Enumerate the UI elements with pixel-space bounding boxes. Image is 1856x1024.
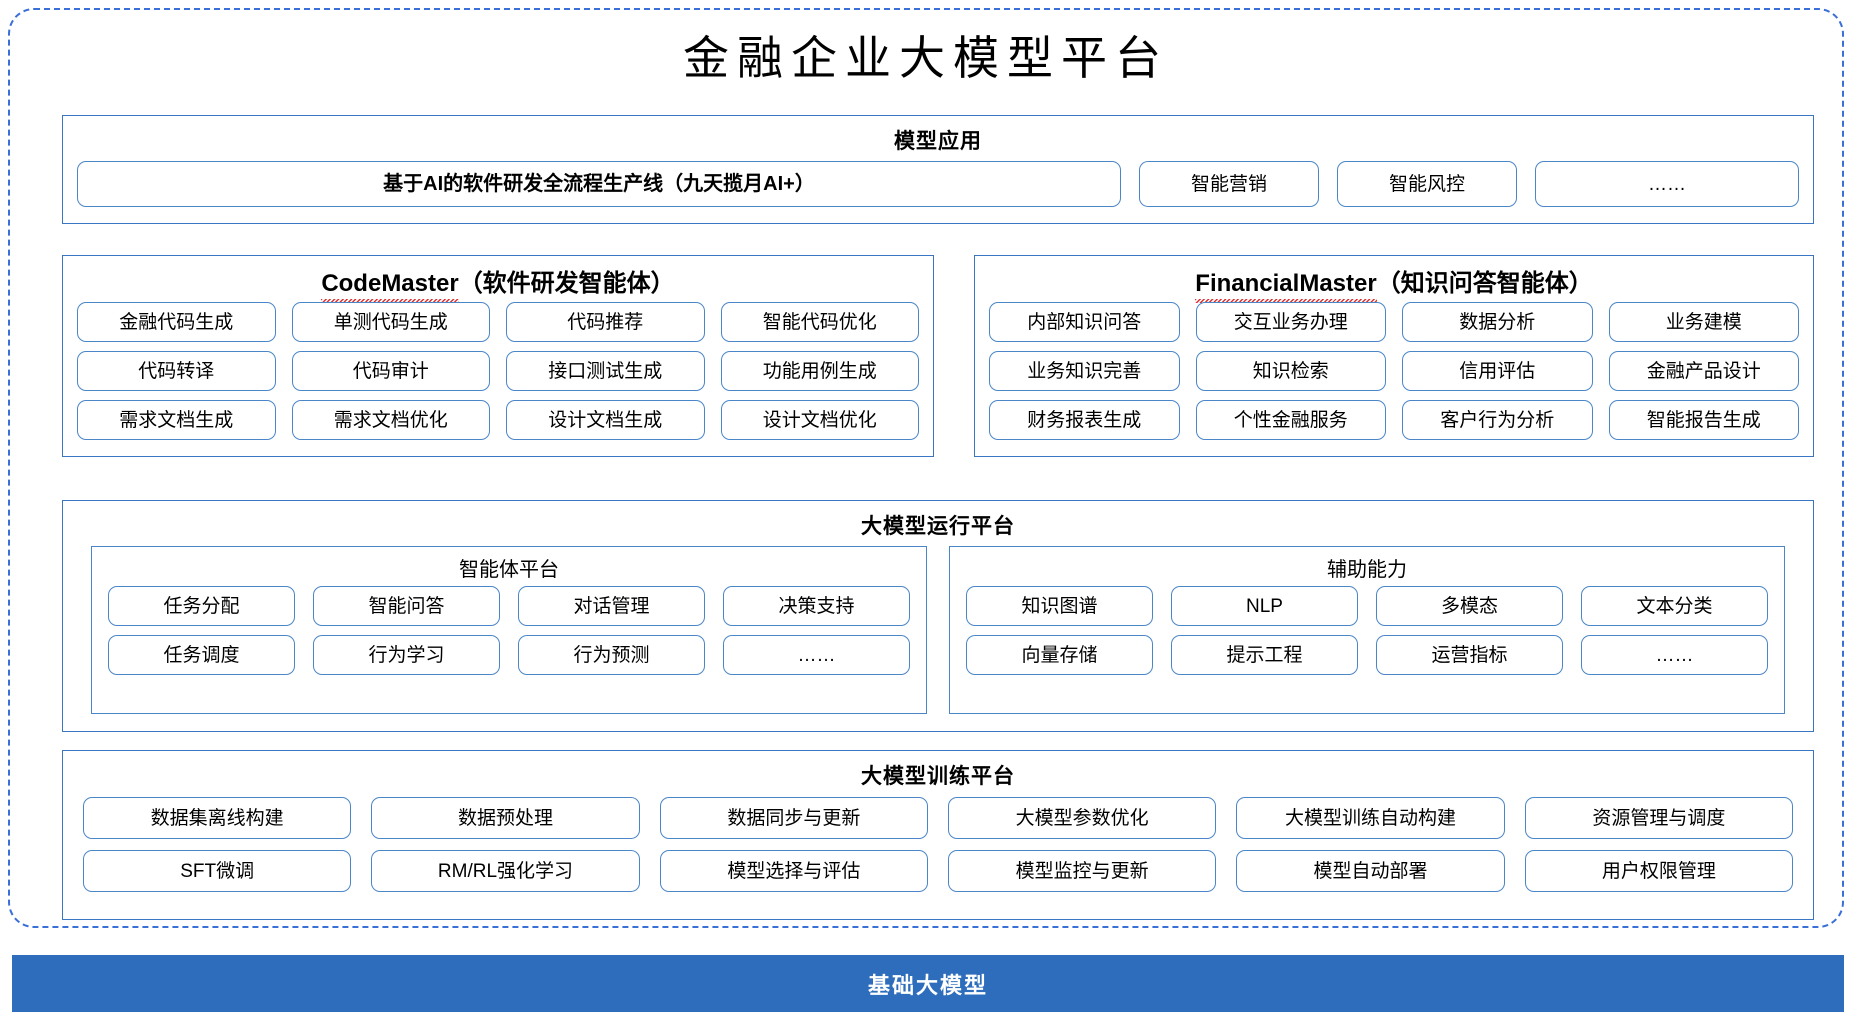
- chip-training-12[interactable]: 用户权限管理: [1524, 850, 1793, 892]
- chip-agent-platform-7[interactable]: 行为预测: [518, 635, 705, 675]
- section-title-model-application: 模型应用: [894, 130, 982, 153]
- chip-auxiliary-1[interactable]: 知识图谱: [966, 586, 1153, 626]
- chip-codemaster-5[interactable]: 代码转译: [77, 351, 276, 391]
- chip-smart-risk-control[interactable]: 智能风控: [1337, 161, 1517, 207]
- chip-financialmaster-3[interactable]: 数据分析: [1402, 302, 1593, 342]
- chip-financialmaster-5[interactable]: 业务知识完善: [989, 351, 1180, 391]
- chip-codemaster-11[interactable]: 设计文档生成: [506, 400, 705, 440]
- chip-auxiliary-5[interactable]: 向量存储: [966, 635, 1153, 675]
- chip-financialmaster-8[interactable]: 金融产品设计: [1608, 351, 1799, 391]
- codemaster-capability-grid: 金融代码生成 单测代码生成 代码推荐 智能代码优化 代码转译 代码审计 接口测试…: [77, 302, 919, 440]
- codemaster-name-en: CodeMaster: [321, 270, 460, 303]
- chip-financialmaster-7[interactable]: 信用评估: [1402, 351, 1593, 391]
- chip-agent-platform-1[interactable]: 任务分配: [108, 586, 295, 626]
- chip-smart-marketing[interactable]: 智能营销: [1139, 161, 1319, 207]
- chip-training-10[interactable]: 模型监控与更新: [948, 850, 1217, 892]
- chip-codemaster-6[interactable]: 代码审计: [291, 351, 490, 391]
- base-model-bar: 基础大模型: [12, 955, 1844, 1012]
- financialmaster-capability-grid: 内部知识问答 交互业务办理 数据分析 业务建模 业务知识完善 知识检索 信用评估…: [989, 302, 1799, 440]
- subpanel-auxiliary-capability: 辅助能力 知识图谱 NLP 多模态 文本分类 向量存储 提示工程 运营指标 ……: [949, 546, 1785, 714]
- chip-financialmaster-1[interactable]: 内部知识问答: [989, 302, 1180, 342]
- financialmaster-name-cn: （知识问答智能体）: [1376, 270, 1593, 297]
- chip-codemaster-8[interactable]: 功能用例生成: [720, 351, 919, 391]
- section-title-training-platform: 大模型训练平台: [861, 765, 1015, 788]
- chip-agent-platform-4[interactable]: 决策支持: [723, 586, 910, 626]
- runtime-subpanel-row: 智能体平台 任务分配 智能问答 对话管理 决策支持 任务调度 行为学习 行为预测…: [91, 546, 1785, 714]
- chip-training-2[interactable]: 数据预处理: [371, 797, 640, 839]
- chip-agent-platform-2[interactable]: 智能问答: [313, 586, 500, 626]
- model-application-chip-row: 基于AI的软件研发全流程生产线（九天揽月AI+） 智能营销 智能风控 ……: [77, 161, 1799, 207]
- codemaster-name-cn: （软件研发智能体）: [458, 270, 675, 297]
- base-model-label: 基础大模型: [867, 972, 988, 998]
- chip-training-8[interactable]: RM/RL强化学习: [371, 850, 640, 892]
- section-runtime-platform: 大模型运行平台 智能体平台 任务分配 智能问答 对话管理 决策支持 任务调度 行…: [62, 500, 1814, 732]
- section-title-financialmaster: FinancialMaster（知识问答智能体）: [975, 263, 1813, 303]
- chip-financialmaster-4[interactable]: 业务建模: [1608, 302, 1799, 342]
- chip-training-1[interactable]: 数据集离线构建: [83, 797, 352, 839]
- chip-training-7[interactable]: SFT微调: [83, 850, 352, 892]
- chip-more-applications[interactable]: ……: [1535, 161, 1799, 207]
- chip-codemaster-12[interactable]: 设计文档优化: [720, 400, 919, 440]
- chip-financialmaster-11[interactable]: 客户行为分析: [1402, 400, 1593, 440]
- chip-auxiliary-8[interactable]: ……: [1581, 635, 1768, 675]
- chip-auxiliary-7[interactable]: 运营指标: [1376, 635, 1563, 675]
- chip-codemaster-1[interactable]: 金融代码生成: [77, 302, 276, 342]
- chip-training-5[interactable]: 大模型训练自动构建: [1236, 797, 1505, 839]
- chip-agent-platform-5[interactable]: 任务调度: [108, 635, 295, 675]
- chip-codemaster-7[interactable]: 接口测试生成: [506, 351, 705, 391]
- chip-financialmaster-2[interactable]: 交互业务办理: [1195, 302, 1386, 342]
- subpanel-title-auxiliary-capability: 辅助能力: [1327, 559, 1407, 581]
- chip-agent-platform-3[interactable]: 对话管理: [518, 586, 705, 626]
- page-title: 金融企业大模型平台: [683, 33, 1169, 84]
- training-platform-chip-grid: 数据集离线构建 数据预处理 数据同步与更新 大模型参数优化 大模型训练自动构建 …: [83, 797, 1793, 892]
- chip-financialmaster-9[interactable]: 财务报表生成: [989, 400, 1180, 440]
- subpanel-title-agent-platform: 智能体平台: [459, 559, 559, 581]
- chip-codemaster-10[interactable]: 需求文档优化: [291, 400, 490, 440]
- chip-auxiliary-2[interactable]: NLP: [1171, 586, 1358, 626]
- chip-auxiliary-4[interactable]: 文本分类: [1581, 586, 1768, 626]
- chip-training-3[interactable]: 数据同步与更新: [659, 797, 928, 839]
- chip-training-9[interactable]: 模型选择与评估: [659, 850, 928, 892]
- financialmaster-name-en: FinancialMaster: [1195, 270, 1378, 303]
- chip-auxiliary-3[interactable]: 多模态: [1376, 586, 1563, 626]
- section-training-platform: 大模型训练平台 数据集离线构建 数据预处理 数据同步与更新 大模型参数优化 大模…: [62, 750, 1814, 920]
- agent-platform-chip-grid: 任务分配 智能问答 对话管理 决策支持 任务调度 行为学习 行为预测 ……: [108, 586, 910, 675]
- section-financialmaster-agent: FinancialMaster（知识问答智能体） 内部知识问答 交互业务办理 数…: [974, 255, 1814, 457]
- auxiliary-capability-chip-grid: 知识图谱 NLP 多模态 文本分类 向量存储 提示工程 运营指标 ……: [966, 586, 1768, 675]
- section-title-codemaster: CodeMaster（软件研发智能体）: [63, 263, 933, 303]
- chip-financialmaster-12[interactable]: 智能报告生成: [1608, 400, 1799, 440]
- section-title-runtime-platform: 大模型运行平台: [861, 515, 1015, 538]
- chip-ai-pipeline[interactable]: 基于AI的软件研发全流程生产线（九天揽月AI+）: [77, 161, 1121, 207]
- chip-auxiliary-6[interactable]: 提示工程: [1171, 635, 1358, 675]
- chip-codemaster-4[interactable]: 智能代码优化: [720, 302, 919, 342]
- chip-codemaster-3[interactable]: 代码推荐: [506, 302, 705, 342]
- section-model-application: 模型应用 基于AI的软件研发全流程生产线（九天揽月AI+） 智能营销 智能风控 …: [62, 115, 1814, 224]
- chip-financialmaster-6[interactable]: 知识检索: [1195, 351, 1386, 391]
- section-codemaster-agent: CodeMaster（软件研发智能体） 金融代码生成 单测代码生成 代码推荐 智…: [62, 255, 934, 457]
- chip-training-11[interactable]: 模型自动部署: [1236, 850, 1505, 892]
- chip-training-4[interactable]: 大模型参数优化: [948, 797, 1217, 839]
- chip-codemaster-2[interactable]: 单测代码生成: [291, 302, 490, 342]
- chip-codemaster-9[interactable]: 需求文档生成: [77, 400, 276, 440]
- chip-training-6[interactable]: 资源管理与调度: [1524, 797, 1793, 839]
- chip-agent-platform-6[interactable]: 行为学习: [313, 635, 500, 675]
- chip-financialmaster-10[interactable]: 个性金融服务: [1195, 400, 1386, 440]
- subpanel-agent-platform: 智能体平台 任务分配 智能问答 对话管理 决策支持 任务调度 行为学习 行为预测…: [91, 546, 927, 714]
- chip-agent-platform-8[interactable]: ……: [723, 635, 910, 675]
- outer-dashed-frame: 金融企业大模型平台 模型应用 基于AI的软件研发全流程生产线（九天揽月AI+） …: [8, 8, 1844, 928]
